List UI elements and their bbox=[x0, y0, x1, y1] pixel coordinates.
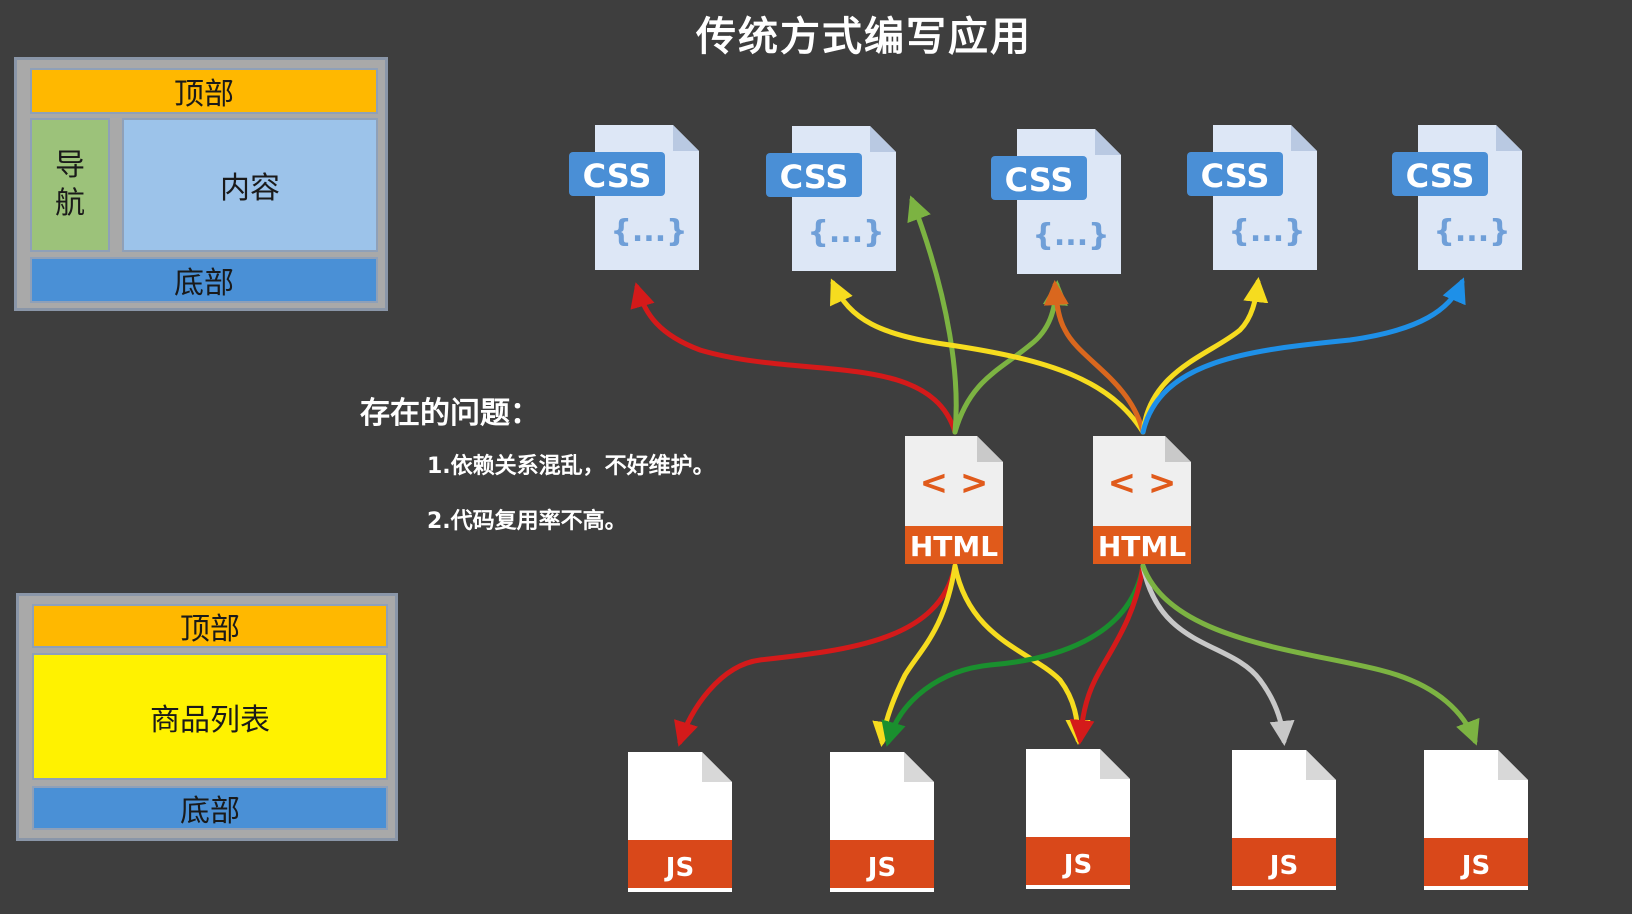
html-badge bbox=[905, 526, 1003, 564]
html-file-icon: < > HTML bbox=[905, 436, 1003, 564]
js-label: JS bbox=[1062, 850, 1092, 880]
layout-1-footer: 底部 bbox=[30, 257, 378, 303]
dependency-arrows bbox=[630, 195, 1480, 747]
js-file-icon: JS bbox=[1232, 750, 1336, 890]
dependency-arrow-red bbox=[630, 282, 958, 435]
css-label: CSS bbox=[1201, 157, 1270, 195]
dependency-arrow-dark_green bbox=[881, 563, 1146, 747]
layout-1-nav: 导 航 bbox=[30, 118, 110, 252]
css-file-icon: CSS {...} bbox=[991, 129, 1121, 274]
dependency-arrow-red bbox=[674, 563, 958, 747]
slide-title: 传统方式编写应用 bbox=[696, 14, 1032, 60]
dependency-arrow-yellow bbox=[830, 278, 1146, 435]
css-braces: {...} bbox=[611, 214, 688, 249]
css-label: CSS bbox=[1406, 157, 1475, 195]
dependency-arrow-blue bbox=[1140, 277, 1466, 435]
css-file-icon: CSS {...} bbox=[766, 126, 896, 271]
dependency-arrow-green bbox=[1140, 563, 1480, 746]
layout-diagram-2: 顶部 商品列表 底部 bbox=[16, 593, 398, 841]
css-file-icon: CSS {...} bbox=[1187, 125, 1317, 270]
html-tag-glyph: < > bbox=[920, 463, 989, 503]
js-label: JS bbox=[664, 853, 694, 883]
js-badge bbox=[1232, 838, 1336, 886]
dependency-arrow-yellow bbox=[952, 563, 1091, 745]
css-file-icon: CSS {...} bbox=[1392, 125, 1522, 270]
css-label: CSS bbox=[583, 157, 652, 195]
issue-item-2: 2.代码复用率不高。 bbox=[427, 509, 627, 534]
js-file-icon: JS bbox=[628, 752, 732, 892]
css-label: CSS bbox=[780, 158, 849, 196]
css-braces: {...} bbox=[1033, 218, 1110, 253]
issues-heading: 存在的问题： bbox=[360, 396, 540, 431]
css-badge bbox=[1187, 152, 1283, 196]
js-label: JS bbox=[1268, 851, 1298, 881]
layout-2-footer: 底部 bbox=[32, 786, 388, 830]
html-file-icon: < > HTML bbox=[1093, 436, 1191, 564]
html-tag-glyph: < > bbox=[1108, 463, 1177, 503]
css-badge bbox=[991, 156, 1087, 200]
js-badge bbox=[830, 840, 934, 888]
dependency-arrow-green bbox=[907, 195, 959, 435]
js-label: JS bbox=[1460, 851, 1490, 881]
js-label: JS bbox=[866, 853, 896, 883]
js-badge bbox=[1026, 837, 1130, 885]
html-label: HTML bbox=[910, 530, 998, 563]
css-file-icon: CSS {...} bbox=[569, 125, 699, 270]
js-file-icon: JS bbox=[1026, 749, 1130, 889]
dependency-arrow-red bbox=[1069, 563, 1146, 745]
js-badge bbox=[1424, 838, 1528, 886]
html-label: HTML bbox=[1098, 530, 1186, 563]
css-label: CSS bbox=[1005, 161, 1074, 199]
css-badge bbox=[569, 152, 665, 196]
layout-2-product-list: 商品列表 bbox=[32, 653, 388, 780]
dependency-arrow-orange bbox=[1043, 280, 1146, 435]
layout-1-nav-label: 导 航 bbox=[55, 148, 85, 221]
css-badge bbox=[766, 153, 862, 197]
css-braces: {...} bbox=[1229, 214, 1306, 249]
dependency-arrow-yellow bbox=[872, 563, 958, 747]
layout-1-header: 顶部 bbox=[30, 68, 378, 114]
file-icons: CSS {...} CSS {...} CSS {...} CSS {...} CSS {...}… bbox=[569, 125, 1528, 892]
css-braces: {...} bbox=[1434, 214, 1511, 249]
js-badge bbox=[628, 840, 732, 888]
dependency-arrow-gray bbox=[1140, 563, 1295, 746]
layout-1-content: 内容 bbox=[122, 118, 378, 252]
js-file-icon: JS bbox=[1424, 750, 1528, 890]
css-badge bbox=[1392, 152, 1488, 196]
layout-diagram-1: 顶部 导 航 内容 底部 bbox=[14, 57, 388, 311]
dependency-arrow-yellow bbox=[1140, 277, 1269, 435]
issue-item-1: 1.依赖关系混乱，不好维护。 bbox=[427, 454, 715, 479]
js-file-icon: JS bbox=[830, 752, 934, 892]
html-badge bbox=[1093, 526, 1191, 564]
css-braces: {...} bbox=[808, 215, 885, 250]
layout-2-header: 顶部 bbox=[32, 604, 388, 648]
dependency-arrow-green bbox=[952, 280, 1068, 435]
